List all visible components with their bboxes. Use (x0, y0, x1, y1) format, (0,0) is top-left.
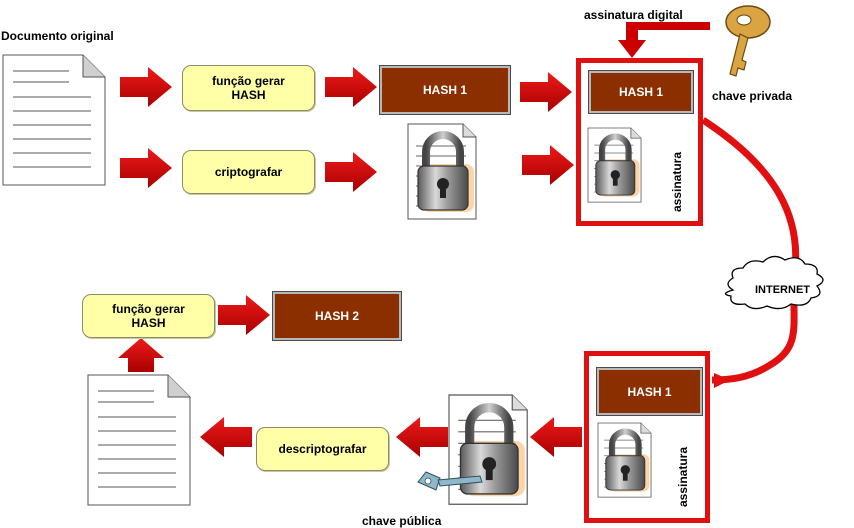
hash1-signed-box: HASH 1 (588, 70, 694, 114)
hash2-box: HASH 2 (272, 291, 402, 341)
signature-box-top: HASH 1 assinatura (576, 58, 703, 226)
generate-hash-step-bottom-label: função gerar HASH (112, 302, 185, 330)
arrow-icon (120, 148, 172, 188)
arrow-icon (520, 72, 572, 112)
hash1-received-box: HASH 1 (596, 367, 703, 416)
connector-line (701, 117, 800, 384)
arrow-icon (714, 373, 730, 388)
digital-signature-label: assinatura digital (584, 8, 683, 22)
cloud-icon (724, 255, 824, 310)
document-icon (87, 374, 191, 506)
public-key-label: chave pública (362, 514, 442, 528)
arrow-icon (120, 67, 172, 107)
arrow-icon (396, 417, 448, 457)
arrow-icon (618, 22, 710, 58)
arrow-icon (118, 338, 164, 372)
internet-label: INTERNET (755, 284, 810, 296)
padlock-icon (408, 124, 476, 219)
decrypt-step-label: descriptografar (278, 442, 367, 456)
document-icon (2, 54, 106, 186)
arrow-icon (218, 295, 270, 335)
key-icon (725, 5, 771, 77)
hash1-box: HASH 1 (379, 65, 511, 115)
arrow-icon (530, 417, 582, 457)
arrow-icon (522, 145, 574, 185)
encrypt-step: criptografar (182, 150, 315, 194)
encrypt-step-label: criptografar (214, 165, 283, 179)
generate-hash-step: função gerar HASH (182, 65, 315, 111)
arrow-icon (200, 417, 252, 457)
generate-hash-step-label: função gerar HASH (212, 74, 285, 102)
arrow-icon (325, 152, 377, 192)
key-icon (417, 471, 483, 491)
padlock-icon (449, 395, 527, 504)
signature-label: assinatura (670, 151, 685, 213)
decrypt-step: descriptografar (256, 427, 389, 471)
signature-label-bottom: assinatura (676, 446, 691, 508)
private-key-label: chave privada (712, 89, 793, 103)
generate-hash-step-bottom: função gerar HASH (82, 294, 215, 338)
arrow-icon (325, 67, 377, 107)
original-document-label: Documento original (1, 29, 114, 43)
signature-box-bottom: HASH 1 assinatura (584, 351, 710, 523)
